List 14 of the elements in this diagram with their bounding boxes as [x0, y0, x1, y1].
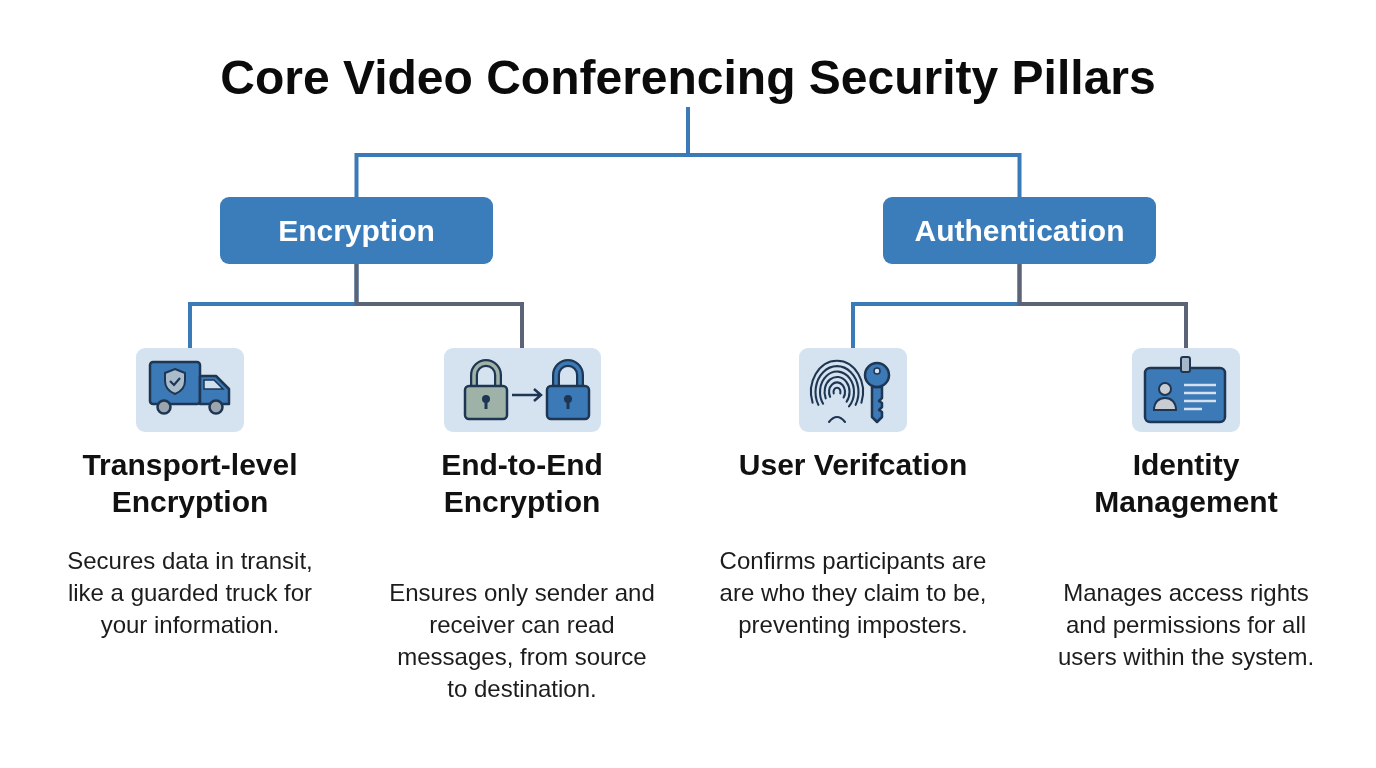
category-box: Encryption: [220, 197, 493, 264]
pillar-heading: Transport-level Encryption: [81, 447, 299, 520]
connector-line: [354, 264, 524, 348]
pillar-description: Confirms participants are are who they claim to be, preventing imposters.: [718, 546, 988, 640]
pillar-heading: User Verifcation: [738, 447, 968, 483]
category-box: Authentication: [883, 197, 1156, 264]
pillar-heading: End-to-End Encryption: [440, 447, 604, 520]
pillar-description: Ensures only sender and receiver can read messages, from source to destination.: [388, 578, 656, 704]
pillar-description: Secures data in transit, like a guarded truck for your information.: [66, 546, 314, 640]
diagram-title: Core Video Conferencing Security Pillars: [220, 49, 1156, 107]
connector-line: [686, 107, 1022, 197]
pillar-heading: Identity Management: [1093, 447, 1279, 520]
pillar-description: Manages access rights and permissions for all users within the system.: [1056, 578, 1316, 672]
connector-line: [1017, 264, 1188, 348]
